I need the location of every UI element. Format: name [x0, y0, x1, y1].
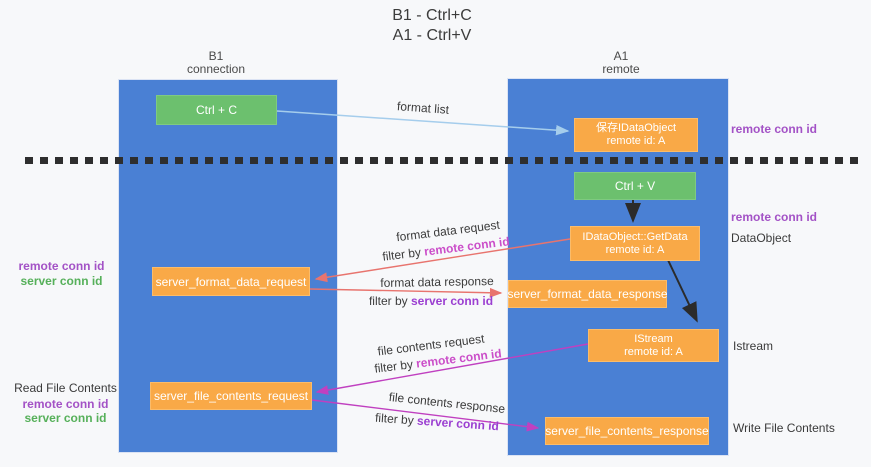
title-line-1: B1 - Ctrl+C: [392, 7, 472, 24]
label-remote-conn-id-left: remote conn id: [18, 259, 105, 273]
left-column-role: connection: [186, 62, 246, 76]
label-dataobject: DataObject: [731, 231, 792, 245]
left-column-header: B1 connection: [156, 50, 276, 76]
node-ctrl-c: Ctrl + C: [156, 95, 277, 125]
filter-by-text: filter by: [381, 244, 426, 264]
label-server-conn-id-left: server conn id: [20, 274, 103, 288]
node-save-idataobject-line1: 保存IDataObject: [595, 122, 677, 134]
node-server-format-data-request: server_format_data_request: [152, 267, 310, 296]
node-server-format-data-response: server_format_data_response: [507, 280, 668, 308]
left-column-name: B1: [208, 49, 224, 63]
node-ctrl-v-label: Ctrl + V: [614, 179, 656, 193]
label-group-left-bottom-conn-ids: remote conn id server conn id: [14, 397, 117, 425]
node-idataobject-getdata: IDataObject::GetData remote id: A: [570, 226, 700, 261]
node-ctrl-c-label: Ctrl + C: [195, 103, 237, 117]
right-column-role: remote: [602, 62, 640, 76]
node-save-idataobject: 保存IDataObject remote id: A: [574, 118, 698, 152]
node-server-file-contents-response-label: server_file_contents_response: [545, 424, 709, 438]
node-server-file-contents-response: server_file_contents_response: [545, 417, 709, 445]
title-line-2: A1 - Ctrl+V: [392, 27, 472, 44]
label-write-file-contents: Write File Contents: [733, 421, 835, 435]
node-server-file-contents-request-label: server_file_contents_request: [153, 389, 309, 403]
edge-label-filter-by-server-conn-id-1: filter by server conn id: [369, 294, 493, 308]
label-remote-conn-id-left-bottom: remote conn id: [22, 397, 109, 411]
node-idataobject-getdata-line2: remote id: A: [605, 243, 665, 256]
filter-server-conn-id: server conn id: [410, 294, 494, 308]
node-istream: IStream remote id: A: [588, 329, 719, 362]
label-remote-conn-id-mid-right: remote conn id: [731, 210, 818, 224]
node-server-format-data-request-label: server_format_data_request: [155, 274, 307, 289]
edge-label-filter-by-server-conn-id-2: filter by server conn id: [375, 411, 500, 434]
page-title: B1 - Ctrl+C A1 - Ctrl+V: [317, 6, 547, 46]
label-group-left-conn-ids: remote conn id server conn id: [10, 259, 113, 289]
node-istream-line1: IStream: [634, 332, 673, 345]
label-remote-conn-id-top-right: remote conn id: [731, 122, 818, 136]
arrow-format-data-response: [309, 287, 503, 298]
node-server-format-data-response-label: server_format_data_response: [507, 287, 668, 301]
phase-divider-dashed-line: [25, 157, 863, 164]
node-save-idataobject-line2: remote id: A: [606, 135, 666, 147]
filter-by-text: filter by: [373, 356, 418, 376]
node-server-file-contents-request: server_file_contents_request: [150, 382, 312, 410]
label-read-file-contents: Read File Contents: [14, 381, 117, 395]
edge-label-format-data-response: format data response: [380, 274, 494, 290]
node-ctrl-v: Ctrl + V: [574, 172, 696, 200]
right-column-name: A1: [613, 49, 629, 63]
node-istream-line2: remote id: A: [624, 345, 683, 358]
node-idataobject-getdata-line1: IDataObject::GetData: [582, 230, 688, 243]
label-istream: Istream: [733, 339, 774, 353]
right-column-header: A1 remote: [561, 50, 681, 76]
filter-by-text: filter by: [368, 294, 411, 308]
filter-server-conn-id: server conn id: [416, 413, 500, 434]
edge-label-format-list: format list: [396, 99, 450, 117]
filter-by-text: filter by: [374, 410, 418, 428]
label-server-conn-id-left-bottom: server conn id: [24, 411, 107, 425]
